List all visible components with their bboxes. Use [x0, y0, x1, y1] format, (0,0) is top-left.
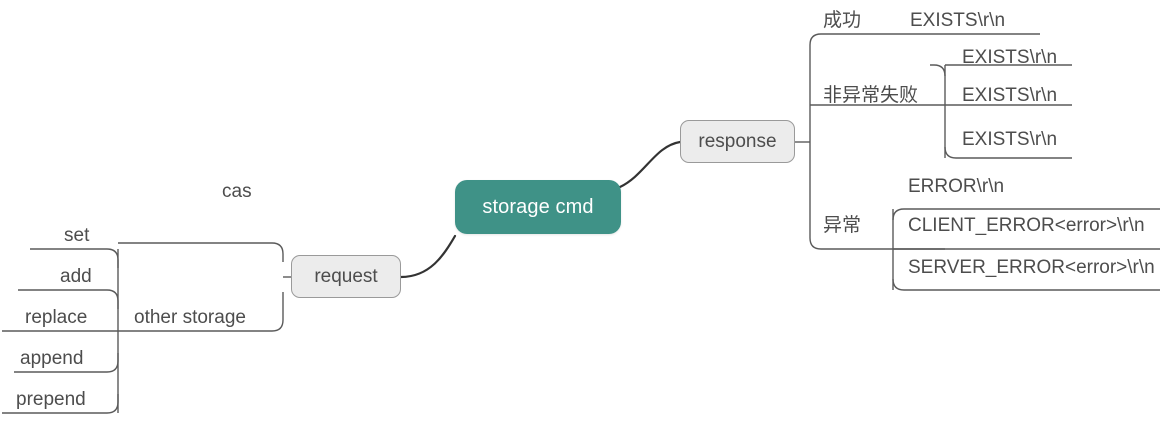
leaf-exists-3[interactable]: EXISTS\r\n	[962, 129, 1058, 150]
wire-exception	[809, 237, 945, 250]
root-node-storage-cmd[interactable]: storage cmd	[455, 180, 621, 234]
leaf-append[interactable]: append	[20, 348, 84, 369]
leaf-success[interactable]: 成功	[823, 9, 862, 31]
leaf-replace[interactable]: replace	[25, 307, 88, 328]
wire-cas	[118, 242, 284, 262]
node-response[interactable]: response	[680, 120, 795, 163]
leaf-exception[interactable]: 异常	[823, 214, 862, 236]
leaf-exists-success[interactable]: EXISTS\r\n	[910, 10, 1006, 31]
leaf-exists-1[interactable]: EXISTS\r\n	[962, 47, 1058, 68]
node-request[interactable]: request	[291, 255, 401, 298]
leaf-client-error[interactable]: CLIENT_ERROR<error>\r\n	[908, 215, 1145, 236]
leaf-cas[interactable]: cas	[222, 181, 252, 202]
wire-success	[809, 33, 1040, 46]
leaf-prepend[interactable]: prepend	[16, 389, 86, 410]
leaf-set[interactable]: set	[64, 225, 90, 246]
leaf-add[interactable]: add	[60, 266, 92, 287]
wire-error-3	[892, 278, 1160, 291]
leaf-other-storage[interactable]: other storage	[134, 307, 246, 328]
wire-root-response	[618, 140, 682, 189]
leaf-server-error[interactable]: SERVER_ERROR<error>\r\n	[908, 257, 1155, 278]
leaf-exists-2[interactable]: EXISTS\r\n	[962, 85, 1058, 106]
wire-exists-1	[930, 64, 946, 77]
leaf-nonexception-failure[interactable]: 非异常失败	[823, 84, 919, 106]
wire-root-request	[399, 234, 457, 279]
leaf-error[interactable]: ERROR\r\n	[908, 176, 1005, 197]
